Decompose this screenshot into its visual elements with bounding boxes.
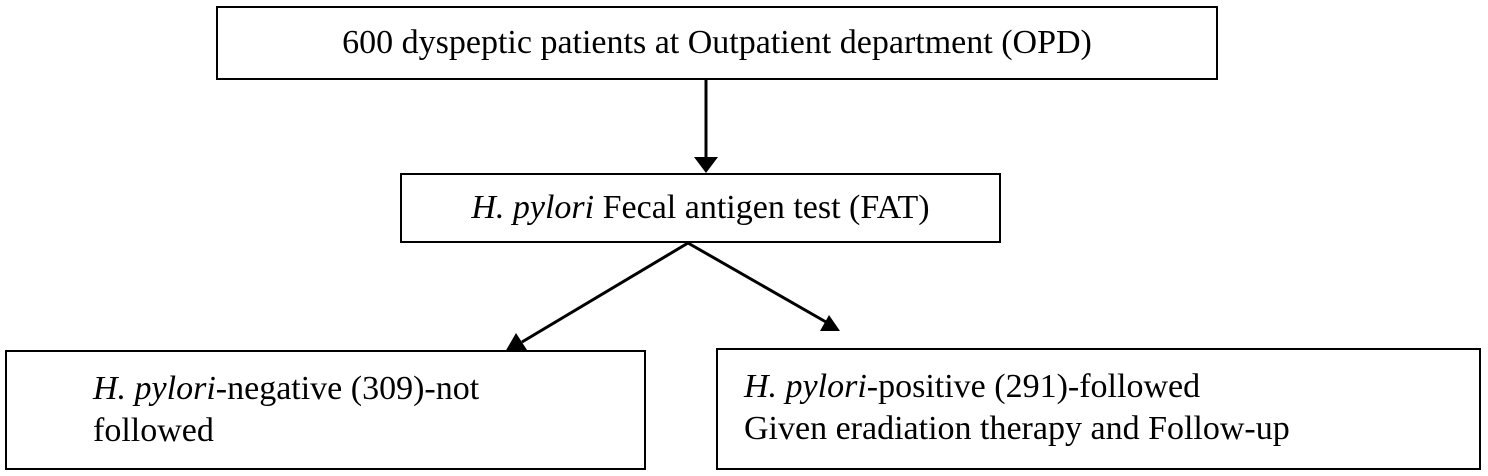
arrowhead-down-icon [694,157,718,173]
box-opd-patients: 600 dyspeptic patients at Outpatient dep… [216,6,1218,80]
hp-positive-line1: H. pylori-positive (291)-followed [744,366,1479,408]
box-hp-negative: H. pylori-negative (309)-not followed [5,350,646,470]
fat-label: H. pylori Fecal antigen test (FAT) [471,187,929,229]
box-hp-positive: H. pylori-positive (291)-followed Given … [716,348,1481,470]
arrow-middle-to-positive [687,241,827,324]
hp-negative-line2: followed [93,412,214,449]
hp-negative-italic: H. pylori [93,370,216,407]
hp-negative-text: -negative (309)-not [215,370,480,407]
fat-label-italic: H. pylori [471,189,595,226]
opd-patients-label: 600 dyspeptic patients at Outpatient dep… [342,24,1092,61]
hp-positive-italic: H. pylori [744,368,867,405]
arrowhead-down-left-icon [505,333,527,352]
box-fecal-antigen-test: H. pylori Fecal antigen test (FAT) [400,173,1001,243]
hp-positive-line2: Given eradiation therapy and Follow-up [744,410,1290,447]
hp-negative-line1: H. pylori-negative (309)-not [93,368,644,410]
arrowhead-down-right-icon [820,315,840,331]
hp-positive-text: -positive (291)-followed [866,368,1201,405]
fat-label-text: Fecal antigen test (FAT) [594,189,930,226]
arrow-middle-to-negative [521,241,689,344]
